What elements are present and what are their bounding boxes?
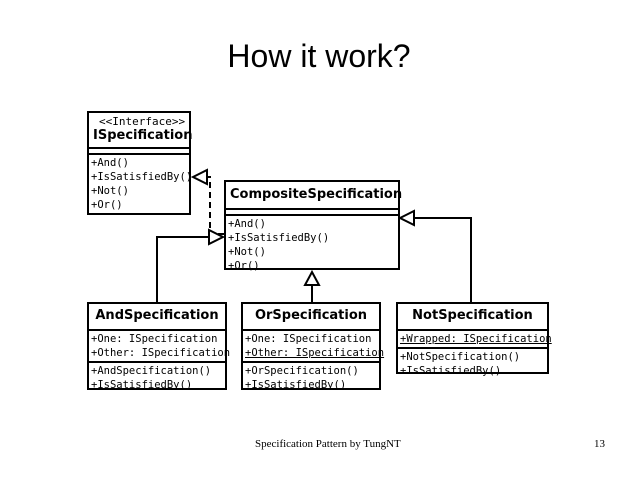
method: +IsSatisfiedBy() <box>91 171 193 183</box>
andspecification-attributes: +One: ISpecification +Other: ISpecificat… <box>89 331 231 363</box>
page-number: 13 <box>594 438 605 450</box>
andspecification-methods: +AndSpecification() +IsSatisfiedBy() <box>89 363 225 393</box>
ispecification-name: ISpecification <box>93 128 193 143</box>
notspecification-methods: +NotSpecification() +IsSatisfiedBy() <box>398 349 547 379</box>
method: +And() <box>91 157 129 169</box>
realization-line <box>206 176 224 235</box>
method: +OrSpecification() <box>245 365 359 377</box>
orspecification-attributes: +One: ISpecification +Other: ISpecificat… <box>243 331 385 363</box>
method: +IsSatisfiedBy() <box>228 232 330 244</box>
and-generalization-arrowhead <box>208 228 226 246</box>
orspecification-header: OrSpecification <box>243 304 379 331</box>
class-ispecification: <<Interface>> ISpecification +And() +IsS… <box>87 111 193 215</box>
slide-footer: Specification Pattern by TungNT <box>255 438 401 450</box>
realization-arrowhead <box>190 168 208 186</box>
method: +And() <box>228 218 266 230</box>
class-orspecification: OrSpecification +One: ISpecification +Ot… <box>241 302 385 393</box>
ispecification-attributes <box>89 149 189 155</box>
method: +AndSpecification() <box>91 365 212 377</box>
ispecification-methods: +And() +IsSatisfiedBy() +Not() +Or() <box>89 155 193 213</box>
class-andspecification: AndSpecification +One: ISpecification +O… <box>87 302 231 393</box>
compositespecification-attributes <box>226 210 398 216</box>
method: +Not() <box>228 246 266 258</box>
compositespecification-name: CompositeSpecification <box>230 187 403 202</box>
method: +IsSatisfiedBy() <box>400 365 502 377</box>
method: +IsSatisfiedBy() <box>91 379 193 391</box>
notspecification-name: NotSpecification <box>412 308 533 323</box>
notspecification-attributes: +Wrapped: ISpecification <box>398 331 552 349</box>
attribute: +Other: ISpecification <box>91 347 231 359</box>
andspecification-name: AndSpecification <box>95 308 219 323</box>
class-notspecification: NotSpecification +Wrapped: ISpecificatio… <box>396 302 552 377</box>
method: +Or() <box>91 199 123 211</box>
attribute: +Wrapped: ISpecification <box>400 333 552 345</box>
method: +Not() <box>91 185 129 197</box>
method: +NotSpecification() <box>400 351 521 363</box>
not-generalization-line <box>413 217 472 302</box>
method: +IsSatisfiedBy() <box>245 379 347 391</box>
and-generalization-line <box>156 236 210 302</box>
or-generalization-arrowhead <box>303 269 321 286</box>
compositespecification-header: CompositeSpecification <box>226 182 403 210</box>
orspecification-name: OrSpecification <box>254 308 368 323</box>
attribute: +One: ISpecification <box>245 333 372 345</box>
andspecification-header: AndSpecification <box>89 304 225 331</box>
not-generalization-arrowhead <box>397 209 415 227</box>
notspecification-header: NotSpecification <box>398 304 547 331</box>
method: +Or() <box>228 260 260 272</box>
compositespecification-methods: +And() +IsSatisfiedBy() +Not() +Or() <box>226 216 398 274</box>
interface-stereotype: <<Interface>> <box>99 115 186 128</box>
orspecification-methods: +OrSpecification() +IsSatisfiedBy() <box>243 363 379 393</box>
slide-title: How it work? <box>227 38 411 74</box>
ispecification-header: <<Interface>> ISpecification <box>89 113 193 149</box>
attribute: +One: ISpecification <box>91 333 218 345</box>
class-compositespecification: CompositeSpecification +And() +IsSatisfi… <box>224 180 403 272</box>
attribute: +Other: ISpecification <box>245 347 385 359</box>
